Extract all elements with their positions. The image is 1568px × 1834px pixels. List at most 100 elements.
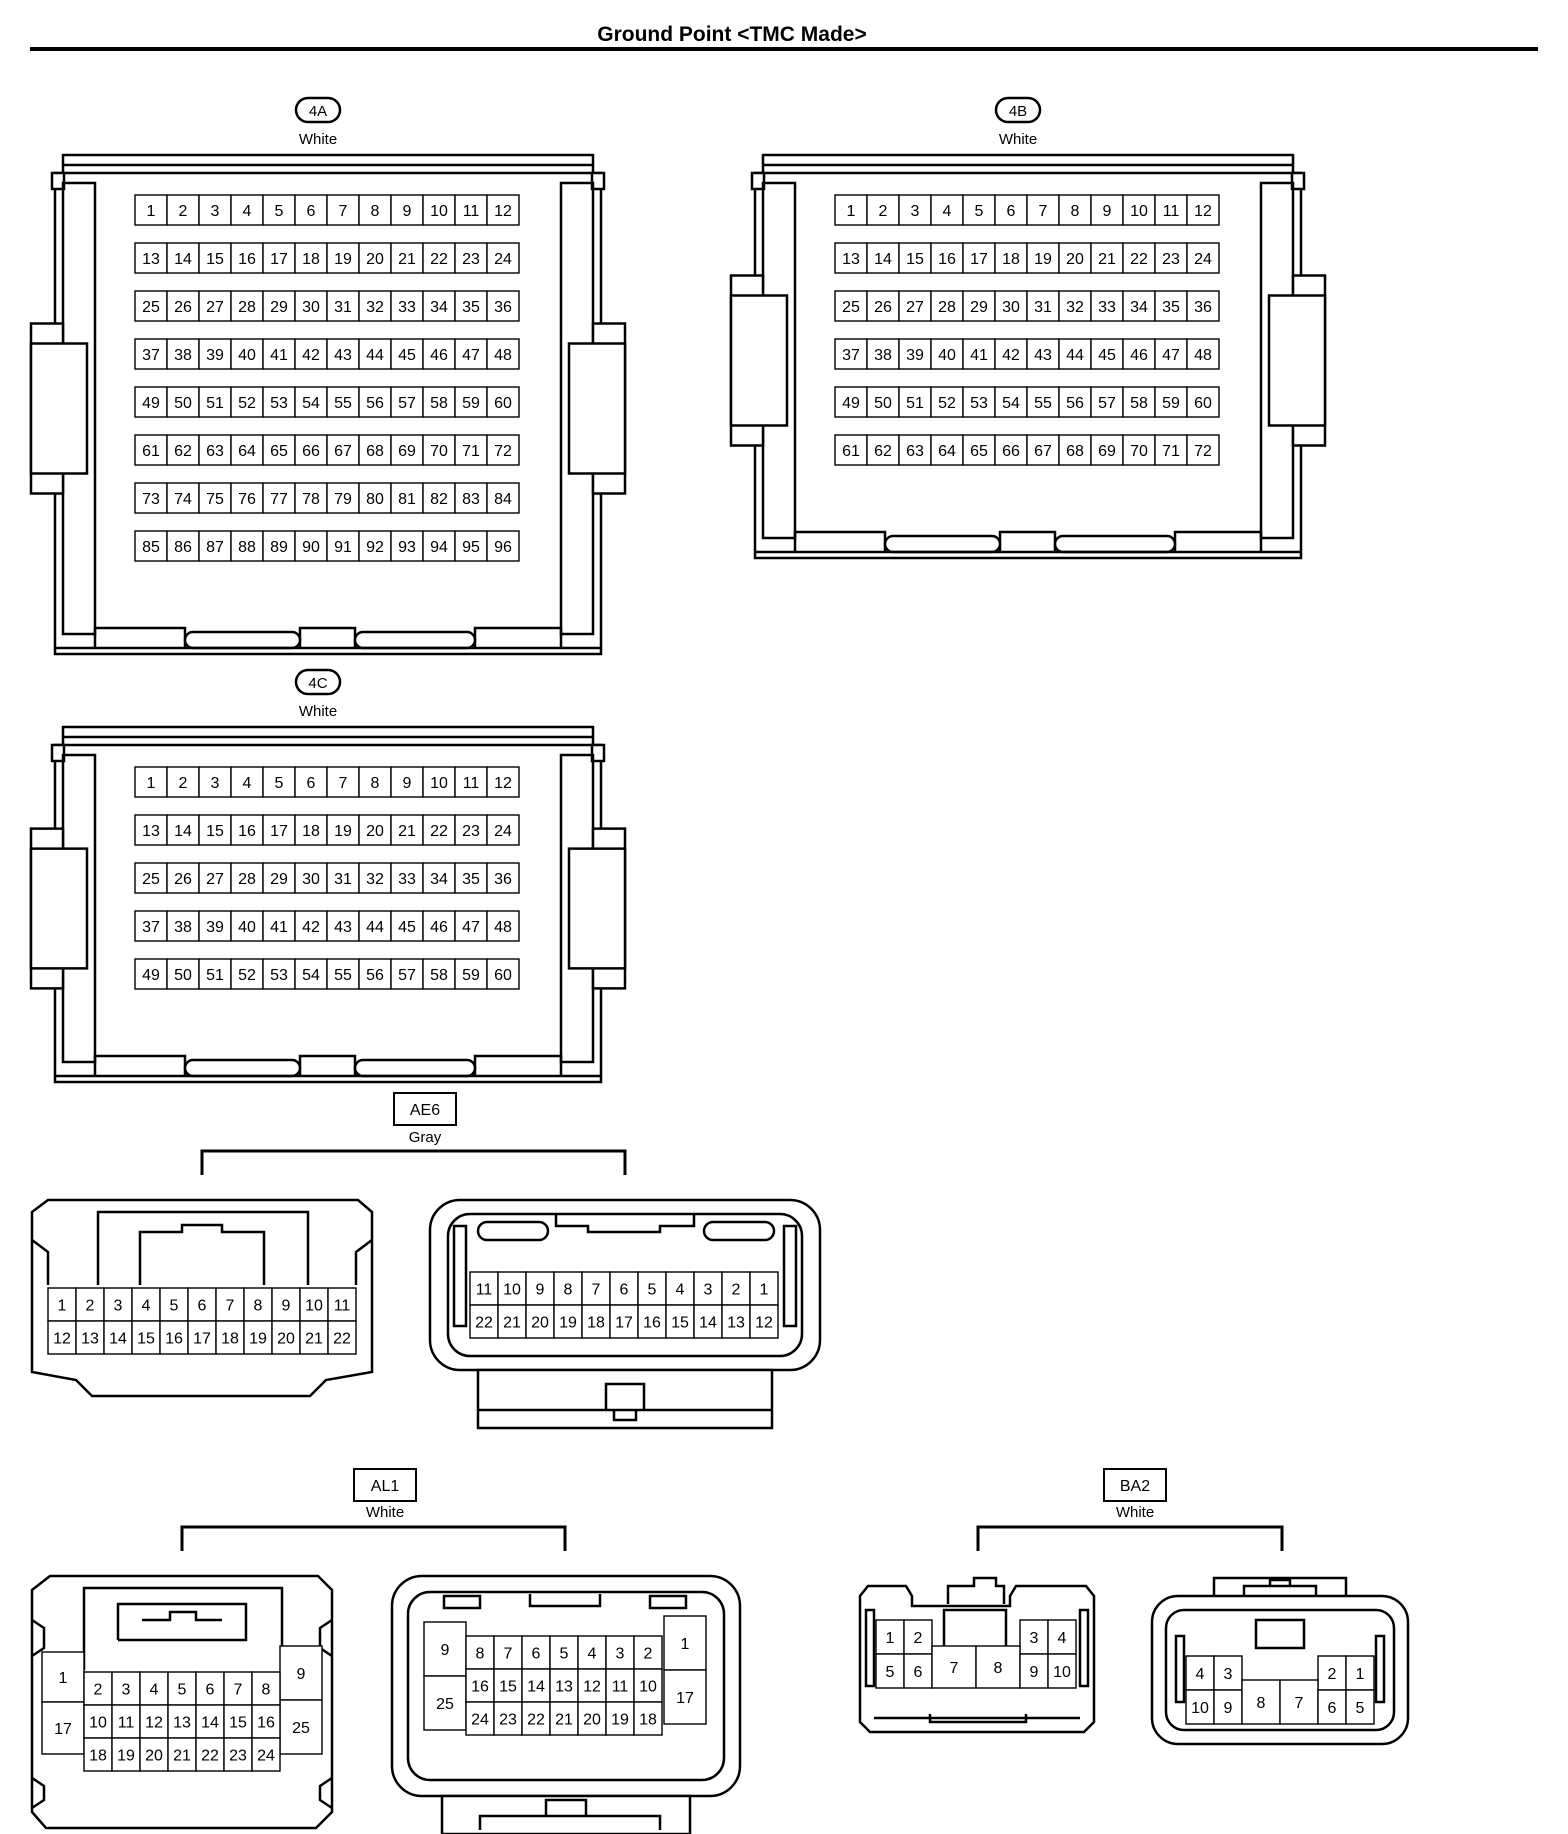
outline xyxy=(750,171,766,191)
pin-number: 53 xyxy=(270,395,288,412)
pin-number: 70 xyxy=(430,443,448,460)
pin-number: 95 xyxy=(462,539,480,556)
connector-ba2-label-box xyxy=(1103,1468,1167,1502)
pin-number: 17 xyxy=(193,1330,211,1347)
pin-number: 21 xyxy=(173,1747,191,1764)
pin-cell xyxy=(422,290,456,322)
pin-number: 18 xyxy=(639,1711,657,1728)
pin-number: 48 xyxy=(494,347,512,364)
pin-number: 56 xyxy=(1066,395,1084,412)
connector-ba2-code: BA2 xyxy=(1120,1478,1150,1495)
pin-cell xyxy=(326,338,360,370)
pin-number: 92 xyxy=(366,539,384,556)
pin-number: 11 xyxy=(118,1714,135,1731)
pin-number: 1 xyxy=(886,1630,895,1647)
bottom-slot xyxy=(353,630,477,650)
pin-number: 2 xyxy=(179,775,188,792)
pin-number: 38 xyxy=(174,919,192,936)
pin-cell xyxy=(166,338,200,370)
pin-cell xyxy=(493,1701,523,1736)
pin-number: 12 xyxy=(494,775,512,792)
pin-cell xyxy=(497,1271,527,1306)
pin-number: 1 xyxy=(760,1281,769,1298)
pin-number: 83 xyxy=(462,491,480,508)
pin-cell xyxy=(230,338,264,370)
pin-cell xyxy=(1090,386,1124,418)
pin-number: 30 xyxy=(302,299,320,316)
pin-number: 14 xyxy=(174,251,192,268)
bottom-slot xyxy=(183,630,302,650)
ae6-slot xyxy=(476,1220,550,1242)
pin-number: 71 xyxy=(462,443,480,460)
pin-cell xyxy=(581,1304,611,1339)
outline xyxy=(554,1214,696,1234)
outline xyxy=(478,1798,662,1830)
pin-number: 84 xyxy=(494,491,512,508)
pin-number: 51 xyxy=(906,395,924,412)
pin-cell xyxy=(454,814,488,846)
pin-cell xyxy=(497,1304,527,1339)
pin-number: 8 xyxy=(254,1297,263,1314)
bottom-slot xyxy=(183,1058,302,1078)
pin-number: 2 xyxy=(644,1645,653,1662)
pin-number: 24 xyxy=(494,251,512,268)
pin-number: 22 xyxy=(430,251,448,268)
pin-cell xyxy=(251,1704,281,1739)
pin-number: 6 xyxy=(198,1297,207,1314)
pin-number: 9 xyxy=(1224,1700,1233,1717)
pin-cell xyxy=(358,290,392,322)
pin-number: 11 xyxy=(1163,203,1180,220)
pin-number: 13 xyxy=(555,1678,573,1695)
pin-number: 27 xyxy=(206,871,224,888)
pin-cell xyxy=(198,766,232,798)
pin-number: 77 xyxy=(270,491,288,508)
outline xyxy=(142,1610,222,1622)
pin-cell xyxy=(198,194,232,226)
pin-number: 59 xyxy=(462,395,480,412)
pin-cell xyxy=(1154,386,1188,418)
pin-number: 87 xyxy=(206,539,224,556)
pin-cell xyxy=(326,766,360,798)
pin-number: 10 xyxy=(89,1714,107,1731)
pin-cell xyxy=(134,338,168,370)
pin-number: 81 xyxy=(398,491,416,508)
pin-number: 11 xyxy=(463,775,480,792)
pin-number: 50 xyxy=(174,967,192,984)
pin-cell xyxy=(605,1701,635,1736)
pin-cell xyxy=(358,482,392,514)
pin-number: 4 xyxy=(1058,1630,1067,1647)
pin-number: 38 xyxy=(874,347,892,364)
side-latch xyxy=(29,342,89,475)
pin-number: 37 xyxy=(142,919,160,936)
pin-number: 45 xyxy=(1098,347,1116,364)
pin-number: 78 xyxy=(302,491,320,508)
pin-number: 74 xyxy=(174,491,192,508)
pin-number: 28 xyxy=(238,299,256,316)
pin-number: 4 xyxy=(150,1681,159,1698)
pin-number: 19 xyxy=(559,1314,577,1331)
pin-number: 52 xyxy=(238,967,256,984)
pin-cell xyxy=(230,530,264,562)
pin-number: 21 xyxy=(1098,251,1116,268)
pin-cell xyxy=(358,386,392,418)
pin-number: 24 xyxy=(471,1711,489,1728)
pin-number: 10 xyxy=(503,1281,521,1298)
pin-cell xyxy=(1122,194,1156,226)
pin-number: 47 xyxy=(1162,347,1180,364)
pin-cell xyxy=(83,1671,113,1706)
pin-number: 50 xyxy=(874,395,892,412)
page-title: Ground Point <TMC Made> xyxy=(597,23,867,46)
pin-number: 17 xyxy=(676,1690,694,1707)
connector-4a-badge xyxy=(294,96,342,124)
pin-number: 57 xyxy=(398,967,416,984)
pin-cell xyxy=(262,290,296,322)
pin-number: 20 xyxy=(1066,251,1084,268)
al1-left-lock xyxy=(82,1586,284,1670)
pin-number: 36 xyxy=(494,871,512,888)
outline xyxy=(1242,1578,1318,1596)
pin-number: 73 xyxy=(142,491,160,508)
pin-number: 41 xyxy=(970,347,988,364)
pin-cell xyxy=(633,1635,663,1670)
